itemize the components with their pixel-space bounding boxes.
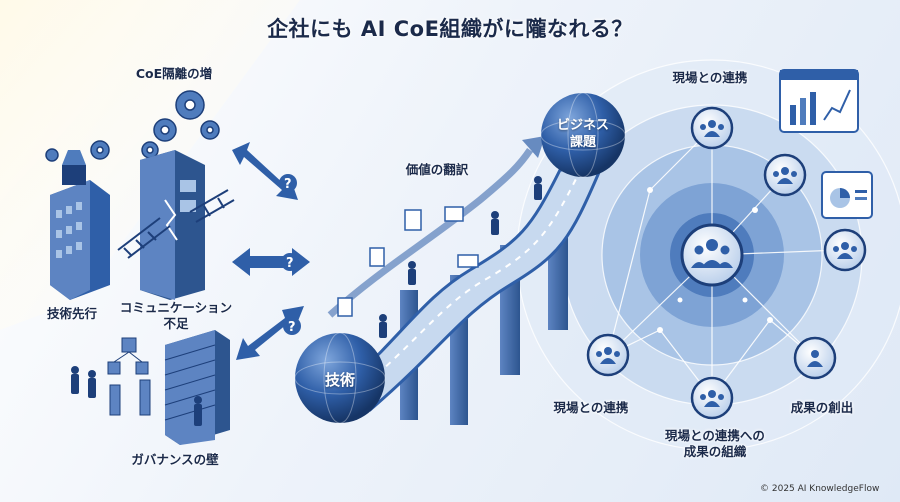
person-icon xyxy=(379,176,542,338)
copyright-text: © 2025 AI KnowledgeFlow xyxy=(760,484,880,494)
label-communication-line2: 不足 xyxy=(163,315,189,331)
gear-icon xyxy=(45,90,220,162)
org-blocks-icon xyxy=(107,337,151,416)
team-node xyxy=(793,336,837,380)
label-field-collab-left: 現場との連携 xyxy=(553,400,629,415)
label-results: 成果の創出 xyxy=(790,400,854,415)
team-node xyxy=(763,153,807,197)
svg-text:?: ? xyxy=(286,256,294,271)
tech-sphere xyxy=(294,332,386,424)
page-title: 企社にも AI CoE組織がに隴なれる？ xyxy=(267,17,633,41)
label-field-collab-center-line2: 成果の組織 xyxy=(683,443,747,459)
label-communication-line1: コミュニケーション xyxy=(119,300,233,315)
value-arrow-head-icon xyxy=(522,136,545,158)
team-node xyxy=(690,106,734,150)
network-dots xyxy=(647,187,773,333)
governance-wall xyxy=(164,330,230,445)
label-value-translation: 価値の翻訳 xyxy=(405,162,469,177)
label-field-collab-top: 現場との連携 xyxy=(672,70,748,85)
label-tech-first: 技術先行 xyxy=(46,306,97,321)
sphere-tech-label: 技術 xyxy=(324,371,355,389)
value-arrow-icon xyxy=(327,148,533,318)
label-governance-wall: ガバナンスの壁 xyxy=(131,452,219,467)
team-node xyxy=(586,333,630,377)
sphere-business-line1: ビジネス xyxy=(556,118,609,133)
dashboard-pie-icon xyxy=(821,171,873,219)
label-field-collab-center: 現場との連携への 成果の組織 xyxy=(640,428,790,459)
team-node xyxy=(690,376,734,420)
business-sphere xyxy=(540,92,626,178)
label-coe-isolation: CoE隔離の増 xyxy=(135,66,213,81)
team-node xyxy=(823,228,867,272)
person-icon xyxy=(71,366,202,426)
svg-text:?: ? xyxy=(284,177,292,192)
sphere-business-line2: 課題 xyxy=(569,134,596,150)
coe-tower xyxy=(140,150,205,300)
svg-text:?: ? xyxy=(288,320,296,335)
label-communication: コミュニケーション 不足 xyxy=(106,300,246,331)
center-team-node xyxy=(680,223,744,287)
sphere-business-label: ビジネス 課題 xyxy=(543,118,623,152)
tech-building xyxy=(50,150,110,300)
question-icon: ? ? ? xyxy=(279,174,301,335)
dashboard-chart-icon xyxy=(779,69,859,133)
document-icon xyxy=(337,206,479,317)
broken-ladder-icon xyxy=(117,189,235,259)
label-field-collab-center-line1: 現場との連携への xyxy=(665,428,765,443)
